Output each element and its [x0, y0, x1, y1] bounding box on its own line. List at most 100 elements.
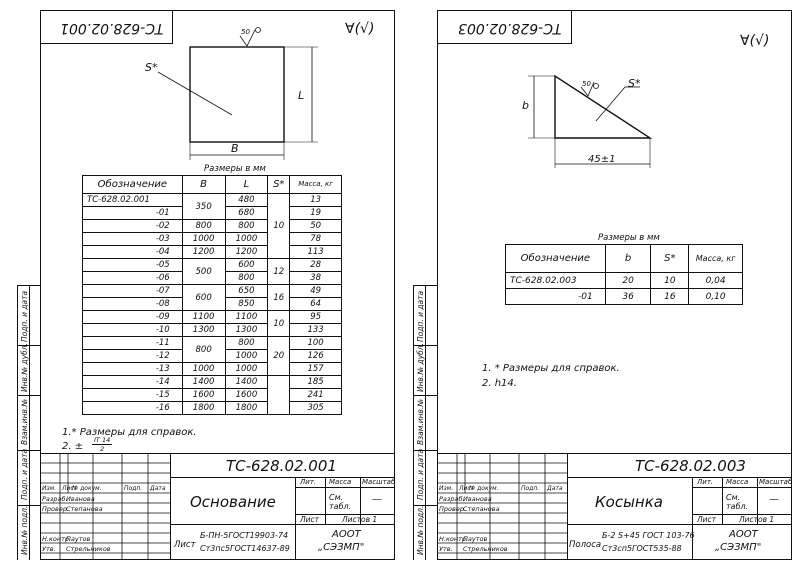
sheet-2-sheet-label: Лист	[697, 515, 717, 524]
sheet-2-dim-50: 50	[582, 80, 591, 88]
sheet-2-n-nkontr: Паутов	[463, 535, 488, 543]
sheet-1-title-code: TC-628.02.001	[226, 457, 337, 475]
sheet-2-strip-div	[413, 345, 437, 346]
sheet-2-tb-top	[437, 453, 792, 454]
table-cell: 350	[181, 193, 226, 220]
sheet-1-dim-50: 50	[241, 28, 250, 36]
sheet-2-frame	[437, 10, 792, 560]
sheet-1-lit-label: Лит.	[300, 478, 317, 486]
sheet-2-r-razrab: Разраб.	[439, 495, 465, 503]
sheet-1-note-1: 1.* Размеры для справок.	[62, 427, 197, 438]
sheet-2-tb-v	[722, 477, 723, 524]
sheet-1-sizes-note: Размеры в мм	[204, 164, 266, 174]
sheet-2-strip-div	[413, 450, 437, 451]
sheet-1-tb-v	[170, 453, 171, 560]
sheet-1-sheets-label: Листов 1	[342, 515, 378, 524]
sheet-1-part-name: Основание	[190, 493, 276, 511]
sheet-1-r-utv: Утв.	[42, 545, 56, 553]
sheet-2-h-izm: Изм.	[439, 485, 454, 492]
sheet-2-note-2: 2. h14.	[482, 378, 517, 389]
sheet-1-scale-value: —	[372, 494, 382, 505]
sheet-1-tb-v	[360, 477, 361, 524]
sheet-1-tb-v	[295, 477, 296, 524]
sheet-2-dim-b: b	[522, 99, 529, 112]
sheet-2-h-doc: № докум.	[469, 485, 499, 492]
sheet-1-h-doc: № докум.	[72, 485, 102, 492]
sheet-1-r-prover: Провер.	[42, 505, 70, 513]
sheet-2-tb-v	[692, 477, 693, 524]
sheet-1-material-label: Лист	[174, 540, 196, 550]
sheet-1-dim-s: S*	[145, 61, 158, 74]
sheet-1-h-date: Дата	[150, 485, 166, 492]
sheet-1-strip-line	[17, 285, 18, 560]
sheet-1-strip-div	[17, 450, 40, 451]
sheet-2-n-razrab: Иванова	[463, 495, 492, 503]
sheet-2-title-code: TC-628.02.003	[635, 457, 746, 475]
sheet-2-sheets-label: Листов 1	[739, 515, 775, 524]
sheet-2-sizes-note: Размеры в мм	[598, 233, 660, 243]
sheet-1-org-top: АООТ	[332, 529, 361, 540]
sheet-2-strip-div	[413, 285, 437, 286]
sheet-1-h-izm: Изм.	[42, 485, 57, 492]
table-cell: 1800	[224, 401, 269, 415]
sheet-2-th: Масса, кг	[688, 244, 743, 273]
sheet-2-mass-label: Масса	[726, 478, 749, 486]
sheet-1-mass-label: Масса	[329, 478, 352, 486]
sheet-2-strip-div	[413, 505, 437, 506]
sheet-2-r-nkontr: Н.контр.	[439, 535, 469, 543]
sheet-2-material-top: Б-2 S+45 ГОСТ 103-76	[602, 531, 695, 540]
sheet-1-tb-h	[295, 487, 395, 488]
sheet-1-r-nkontr: Н.контр.	[42, 535, 72, 543]
sheet-2-tb-h	[567, 477, 792, 478]
sheet-2-tb-v	[757, 477, 758, 524]
sheet-2-note-1: 1. * Размеры для справок.	[482, 363, 620, 374]
sheet-2-lit-label: Лит.	[697, 478, 714, 486]
sheet-1-mass-value: См. табл.	[329, 493, 352, 511]
sheet-1-strip-line2	[29, 285, 30, 560]
sheet-2-corner-box	[437, 10, 572, 44]
table-cell: 305	[289, 401, 342, 415]
sheet-1-spec-table: Обозначение B L S* Масса, кг TC-628.02.0…	[82, 175, 342, 415]
sheet-2-th: Обозначение	[505, 244, 606, 273]
sheet-2-n-prover: Степанова	[463, 505, 500, 513]
sheet-2-tb-h	[567, 524, 792, 525]
sheet-1-tb-v	[325, 477, 326, 524]
sheet-1-frame	[40, 10, 395, 560]
sheet-1-roughness: ∀(√)	[345, 21, 375, 37]
sheet-1-corner-box	[40, 10, 173, 44]
sheet-2-h-sign: Подп.	[521, 485, 540, 492]
sheet-1-material-bot: Ст3пс5ГОСТ14637-89	[200, 544, 290, 553]
sheet-2-h-list: Лист	[459, 485, 475, 492]
sheet-1-n-nkontr: Паутов	[66, 535, 91, 543]
table-cell: -01	[505, 288, 606, 305]
table-cell: -16	[82, 401, 183, 415]
sheet-2-strip-div	[413, 395, 437, 396]
sheet-1-org-bot: „СЭЗМП"	[318, 542, 365, 553]
sheet-2-material-bot: Ст3сп5ГОСТ535-88	[602, 544, 682, 553]
sheet-1-scale-label: Масштаб	[362, 478, 396, 486]
sheet-1-n-utv: Стрельников	[66, 545, 111, 553]
sheet-2-n-utv: Стрельников	[463, 545, 508, 553]
table-cell: 0,10	[688, 288, 743, 305]
sheet-1-n-razrab: Иванова	[66, 495, 95, 503]
sheet-1-h-list: Лист	[62, 485, 78, 492]
sheet-1-r-razrab: Разраб.	[42, 495, 68, 503]
sheet-2-mass-value: См. табл.	[726, 493, 749, 511]
sheet-2-h-date: Дата	[547, 485, 563, 492]
sheet-2-r-utv: Утв.	[439, 545, 453, 553]
sheet-2-tb-h	[692, 487, 792, 488]
sheet-2-material-label: Полоса	[569, 540, 602, 550]
sheet-2-tb-v	[567, 453, 568, 560]
sheet-2-part-name: Косынка	[595, 493, 663, 511]
sheet-1-tb-top	[40, 453, 395, 454]
sheet-2-dim-45: 45±1	[588, 154, 616, 165]
sheet-2-tb-v	[692, 524, 693, 560]
table-cell: 1000	[224, 232, 269, 246]
sheet-1-note-2: 2. ±	[62, 441, 84, 452]
sheet-1-tb-h	[170, 524, 395, 525]
sheet-1-dim-l: L	[298, 89, 305, 102]
sheet-1-material-top: Б-ПН-5ГОСТ19903-74	[200, 531, 289, 540]
sheet-2-th: b	[604, 244, 652, 273]
